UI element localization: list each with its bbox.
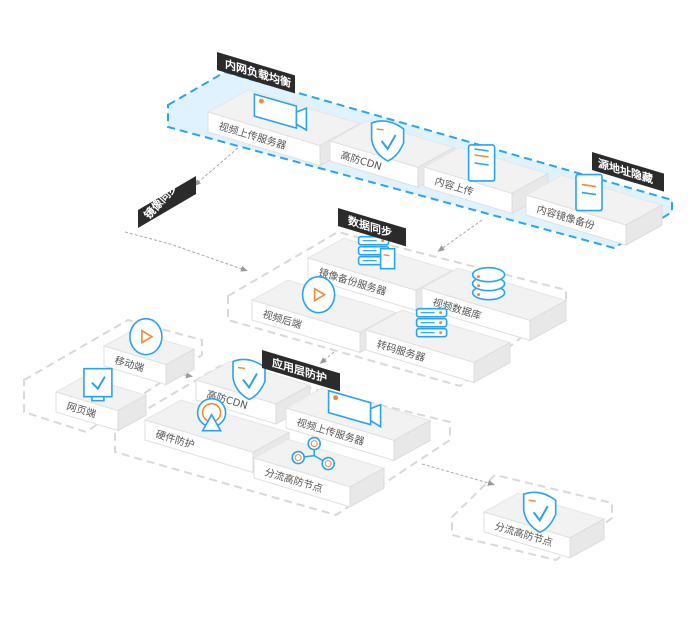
file-icon (575, 173, 603, 212)
nodes-icon (291, 436, 336, 471)
node-box[interactable]: 高防CDN (194, 358, 312, 425)
node-box[interactable]: 分流高防节点 (252, 436, 386, 508)
hardware-icon (196, 397, 227, 432)
play-icon (129, 317, 163, 356)
node-box[interactable]: 高防CDN (328, 120, 456, 189)
shield-icon (370, 120, 405, 162)
region-edge-node (451, 473, 613, 562)
node-box[interactable]: 转码服务器 (364, 307, 512, 384)
monitor-icon (83, 367, 113, 402)
document-icon (467, 144, 496, 182)
node-box[interactable]: 网页端 (54, 367, 148, 432)
region-clients (23, 318, 203, 434)
camera-icon (327, 389, 382, 429)
tag-mirror-sync (138, 176, 196, 228)
node-box[interactable]: 移动端 (102, 317, 196, 386)
node-box[interactable]: 分流高防节点 (482, 491, 606, 559)
camera-icon (253, 93, 308, 132)
database-icon (471, 266, 506, 301)
shield-icon (522, 491, 557, 534)
server-icon (415, 307, 448, 338)
region-app-guard (114, 364, 451, 517)
play-icon (301, 275, 336, 314)
server-file-icon (357, 235, 396, 270)
node-box[interactable]: 内容镜像备份 (524, 173, 664, 246)
shield-icon (232, 358, 266, 401)
